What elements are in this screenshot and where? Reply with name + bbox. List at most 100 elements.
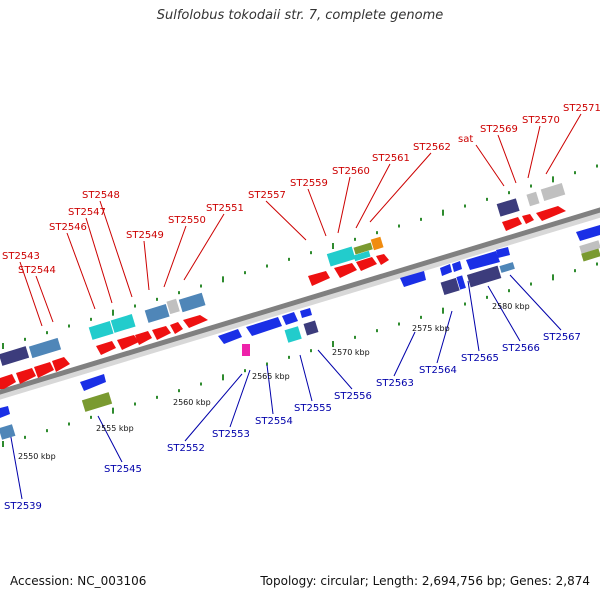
reverse-gene-label[interactable]: ST2545 [104,464,142,475]
gene-block-grey[interactable] [166,298,180,315]
gene-arrow-red[interactable] [334,263,357,278]
reverse-gene-label[interactable]: ST2553 [212,429,250,440]
forward-gene-label[interactable]: ST2557 [248,190,286,201]
gene-arrow-blue[interactable] [576,225,600,241]
reverse-strand-ticks [2,262,598,447]
gene-block-grey[interactable] [579,240,600,254]
tick-mark [398,224,400,228]
gene-block-orange[interactable] [370,236,384,251]
gene-arrow-red[interactable] [117,335,139,350]
forward-gene-label[interactable]: sat [458,134,473,145]
forward-gene-label[interactable]: ST2570 [522,115,560,126]
gene-block-cyan[interactable] [110,314,136,333]
tick-mark [68,324,70,328]
tick-mark [288,257,290,261]
forward-gene-label[interactable]: ST2546 [49,222,87,233]
gene-block-grey[interactable] [540,183,566,201]
forward-gene-label[interactable]: ST2561 [372,153,410,164]
gene-arrow-blue[interactable] [80,374,106,391]
gene-arrow-red[interactable] [183,315,208,328]
gene-arrow-red[interactable] [376,254,389,265]
gene-arrow-blue[interactable] [282,312,298,325]
leader-line [35,275,54,323]
gene-arrow-blue[interactable] [246,317,282,336]
gene-arrow-red[interactable] [356,257,377,271]
gene-arrow-red[interactable] [0,374,16,389]
gene-block-steel[interactable] [499,262,515,273]
forward-gene-label[interactable]: ST2547 [68,207,106,218]
gene-arrow-red[interactable] [308,271,330,286]
reverse-gene-label[interactable]: ST2552 [167,443,205,454]
gene-block-navy[interactable] [440,277,460,296]
gene-arrow-blue[interactable] [466,251,500,270]
forward-gene-label[interactable]: ST2562 [413,142,451,153]
tick-mark [354,237,356,241]
forward-gene-label[interactable]: ST2549 [126,230,164,241]
reverse-gene-label[interactable]: ST2567 [543,332,581,343]
reverse-gene-label[interactable]: ST2563 [376,378,414,389]
forward-gene-label[interactable]: ST2560 [332,166,370,177]
gene-arrow-red[interactable] [170,322,183,334]
gene-block-navy[interactable] [496,198,520,217]
scale-label: 2575 kbp [412,324,450,333]
gene-arrow-red[interactable] [502,217,522,231]
gene-block-cyan[interactable] [353,250,371,262]
gene-arrow-red[interactable] [16,368,36,384]
tick-mark [508,289,510,293]
tick-mark [442,209,444,216]
gene-block-cyan[interactable] [326,246,356,267]
reverse-gene-label[interactable]: ST2556 [334,391,372,402]
gene-arrow-blue[interactable] [452,261,462,272]
gene-block-steel[interactable] [178,292,206,313]
reverse-gene-label[interactable]: ST2555 [294,403,332,414]
gene-block-blue[interactable] [456,275,466,290]
gene-block-olive[interactable] [353,242,373,255]
gene-block-magenta[interactable] [242,344,250,356]
tick-mark [178,291,180,295]
reverse-gene-label[interactable]: ST2539 [4,501,42,512]
forward-gene-label[interactable]: ST2544 [18,265,56,276]
gene-arrow-blue[interactable] [496,247,510,258]
gene-block-grey[interactable] [526,191,540,207]
gene-block-olive[interactable] [81,392,113,412]
gene-arrow-red[interactable] [34,362,54,378]
gene-arrow-red[interactable] [96,341,116,355]
gene-arrow-red[interactable] [135,331,152,345]
tick-mark [442,307,444,314]
gene-arrow-blue[interactable] [0,406,10,418]
tick-mark [574,269,576,273]
forward-gene-label[interactable]: ST2548 [82,190,120,201]
leader-line [355,163,391,229]
gene-arrow-blue[interactable] [440,264,452,276]
gene-arrow-red[interactable] [522,214,534,224]
gene-block-navy[interactable] [0,346,30,366]
forward-gene-label[interactable]: ST2550 [168,215,206,226]
gene-arrow-red[interactable] [536,206,566,221]
forward-gene-label[interactable]: ST2559 [290,178,328,189]
gene-arrow-blue[interactable] [218,329,242,344]
gene-block-steel[interactable] [144,304,170,323]
gene-block-steel[interactable] [0,424,16,440]
leader-line [265,200,307,241]
gene-block-cyan[interactable] [284,326,302,343]
gene-arrow-red[interactable] [152,326,171,340]
gene-block-navy[interactable] [466,265,502,288]
gene-block-cyan[interactable] [88,321,114,340]
reverse-gene-label[interactable]: ST2565 [461,353,499,364]
gene-block-steel[interactable] [28,337,62,359]
gene-arrow-blue[interactable] [400,271,426,287]
forward-gene-label[interactable]: ST2571 [563,103,600,114]
gene-arrow-red[interactable] [52,357,70,372]
gene-block-olive[interactable] [581,248,600,262]
tick-mark [530,282,532,286]
gene-arrow-blue[interactable] [300,308,312,318]
forward-gene-label[interactable]: ST2543 [2,251,40,262]
reverse-gene-label[interactable]: ST2554 [255,416,293,427]
tick-mark [24,337,26,341]
forward-gene-label[interactable]: ST2569 [480,124,518,135]
reverse-gene-label[interactable]: ST2564 [419,365,457,376]
forward-gene-label[interactable]: ST2551 [206,203,244,214]
gene-block-navy[interactable] [303,320,319,336]
reverse-gene-label[interactable]: ST2566 [502,343,540,354]
tick-mark [244,369,246,373]
